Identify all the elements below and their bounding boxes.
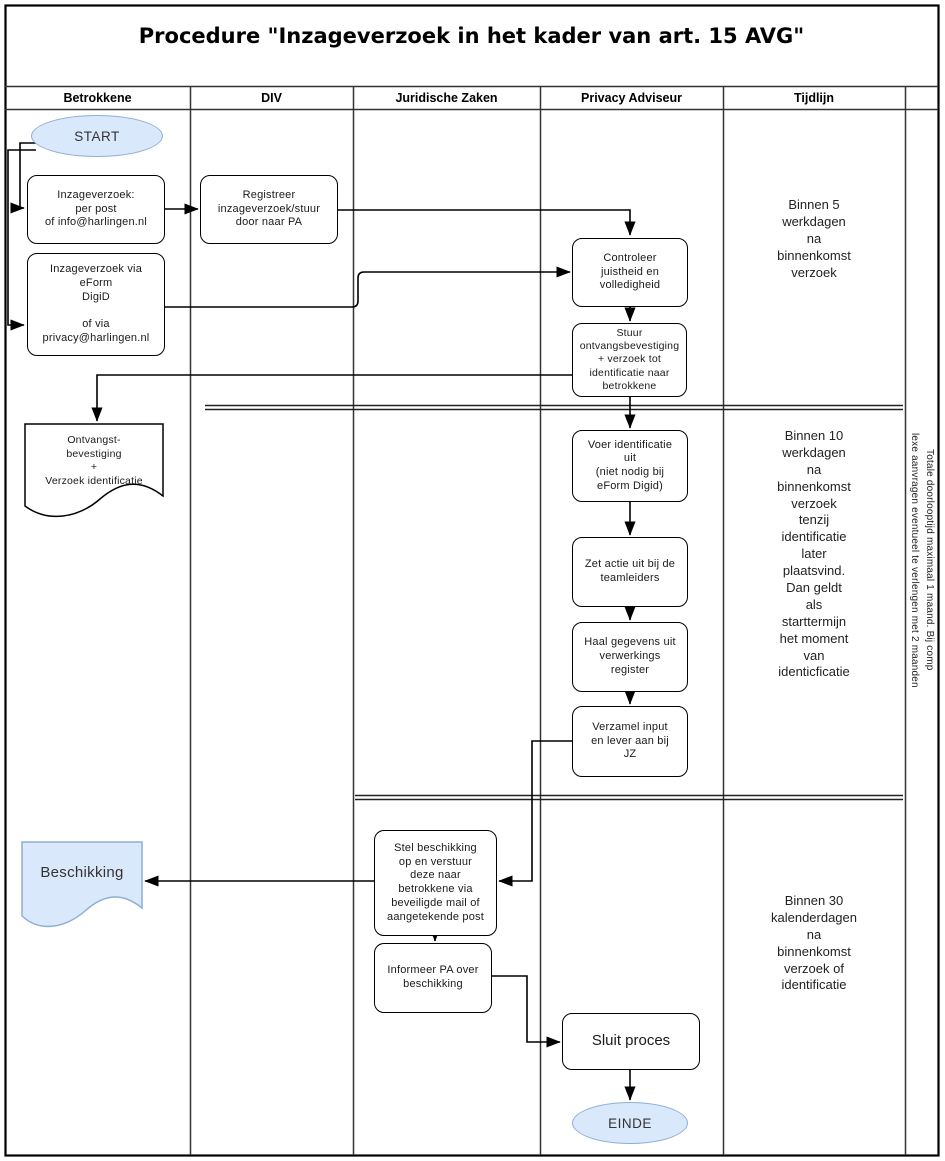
node-stel-beschikking: Stel beschikking op en verstuur deze naa…	[374, 830, 497, 936]
connector-verzamel-to-stel	[498, 740, 572, 887]
node-zet-actie-teamleiders: Zet actie uit bij de teamleiders	[572, 537, 688, 607]
timeline-note-binnen-5-werkdagen: Binnen 5 werkdagen na binnenkomst verzoe…	[777, 197, 851, 280]
node-controleer-juistheid: Controleer juistheid en volledigheid	[572, 238, 688, 307]
document-shape-beschikking	[21, 841, 143, 928]
connector-registreer-to-controleer	[338, 209, 636, 236]
node-stuur-ontvangsbevestiging: Stuur ontvangsbevestiging + verzoek tot …	[572, 323, 687, 397]
document-shape-ontvangstbevestiging	[24, 423, 164, 518]
timeline-note-binnen-30-kalenderdagen: Binnen 30 kalenderdagen na binnenkomst v…	[770, 893, 858, 993]
node-verzamel-input-jz: Verzamel input en lever aan bij JZ	[572, 706, 688, 777]
lane-header-privacy-adviseur: Privacy Adviseur	[581, 91, 682, 105]
phase-separator-1	[205, 404, 903, 411]
timeline-note-binnen-10-werkdagen: Binnen 10 werkdagen na binnenkomst verzo…	[777, 428, 851, 680]
side-note-doorlooptijd: Totale doorlooptijd maximaal 1 maand. Bi…	[909, 432, 935, 688]
connector-start-to-eform	[7, 149, 36, 331]
connector-start-to-post	[10, 142, 36, 214]
lane-dividers	[189, 86, 907, 1155]
node-sluit-proces: Sluit proces	[562, 1013, 700, 1070]
node-inzageverzoek-eform: Inzageverzoek via eForm DigiD of via pri…	[27, 253, 165, 356]
document-label-ontvangstbevestiging: Ontvangst- bevestiging + Verzoek identif…	[45, 434, 143, 487]
start-terminal: START	[31, 115, 163, 157]
connectors	[7, 142, 636, 1101]
node-registreer-inzageverzoek: Registreer inzageverzoek/stuur door naar…	[200, 175, 338, 244]
einde-terminal: EINDE	[572, 1102, 688, 1144]
phase-separator-2	[355, 794, 903, 801]
node-haal-gegevens-register: Haal gegevens uit verwerkings register	[572, 622, 688, 692]
lane-header-betrokkene: Betrokkene	[63, 91, 132, 105]
lane-header-tijdlijn: Tijdlijn	[793, 91, 835, 105]
node-voer-identificatie: Voer identificatie uit (niet nodig bij e…	[572, 430, 688, 502]
page-title: Procedure "Inzageverzoek in het kader va…	[138, 24, 805, 48]
node-informeer-pa: Informeer PA over beschikking	[374, 943, 492, 1013]
document-label-beschikking: Beschikking	[40, 864, 124, 881]
lane-header-div: DIV	[261, 91, 282, 105]
connector-stuur-to-ontvangstdoc	[91, 374, 572, 422]
outer-border	[4, 4, 940, 1157]
node-inzageverzoek-post: Inzageverzoek: per post of info@harlinge…	[27, 175, 165, 244]
connector-informeer-to-sluit	[492, 975, 561, 1048]
lane-header-juridische-zaken: Juridische Zaken	[395, 91, 498, 105]
connector-eform-to-controleer	[165, 266, 571, 308]
